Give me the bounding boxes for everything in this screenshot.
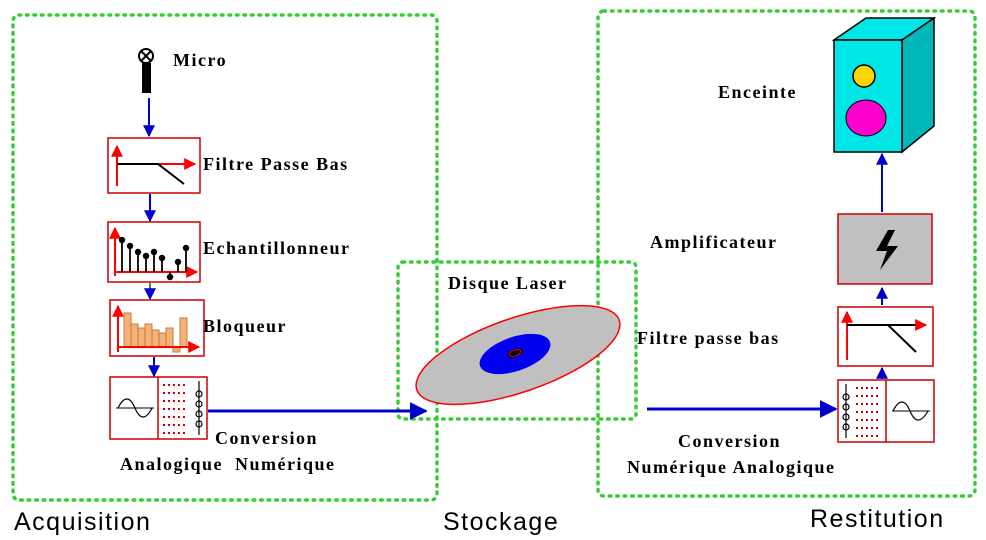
micro-label: Micro xyxy=(173,50,227,70)
dac-block xyxy=(837,379,935,443)
acquisition-group-border xyxy=(11,13,439,502)
section-title-restitution: Restitution xyxy=(810,505,945,533)
adc-label-line2: Analogique Numérique xyxy=(120,454,336,474)
reconstruction-filter-label: Filtre passe bas xyxy=(637,328,780,348)
sampler-block xyxy=(107,221,201,283)
stockage-group-border xyxy=(396,260,638,421)
adc-label-line1: Conversion xyxy=(215,428,318,448)
dac-label-line1: Conversion xyxy=(678,431,781,451)
holder-label: Bloqueur xyxy=(203,316,287,336)
amplifier-block xyxy=(837,213,933,285)
low-pass-filter-block xyxy=(107,137,201,194)
speaker-icon xyxy=(831,16,937,154)
holder-block xyxy=(109,299,205,357)
section-title-acquisition: Acquisition xyxy=(14,508,151,536)
adc-block xyxy=(109,376,208,440)
laser-disc-icon xyxy=(415,304,621,406)
microphone-icon xyxy=(138,48,154,93)
laser-disc-label: Disque Laser xyxy=(448,273,568,293)
restitution-group-border xyxy=(596,9,977,498)
amplifier-label: Amplificateur xyxy=(650,232,777,252)
reconstruction-filter-block xyxy=(837,306,934,367)
sampler-label: Echantillonneur xyxy=(203,238,351,258)
section-title-stockage: Stockage xyxy=(443,508,559,536)
dac-label-line2: Numérique Analogique xyxy=(627,457,836,477)
speaker-label: Enceinte xyxy=(718,82,797,102)
low-pass-filter-label: Filtre Passe Bas xyxy=(203,154,349,174)
